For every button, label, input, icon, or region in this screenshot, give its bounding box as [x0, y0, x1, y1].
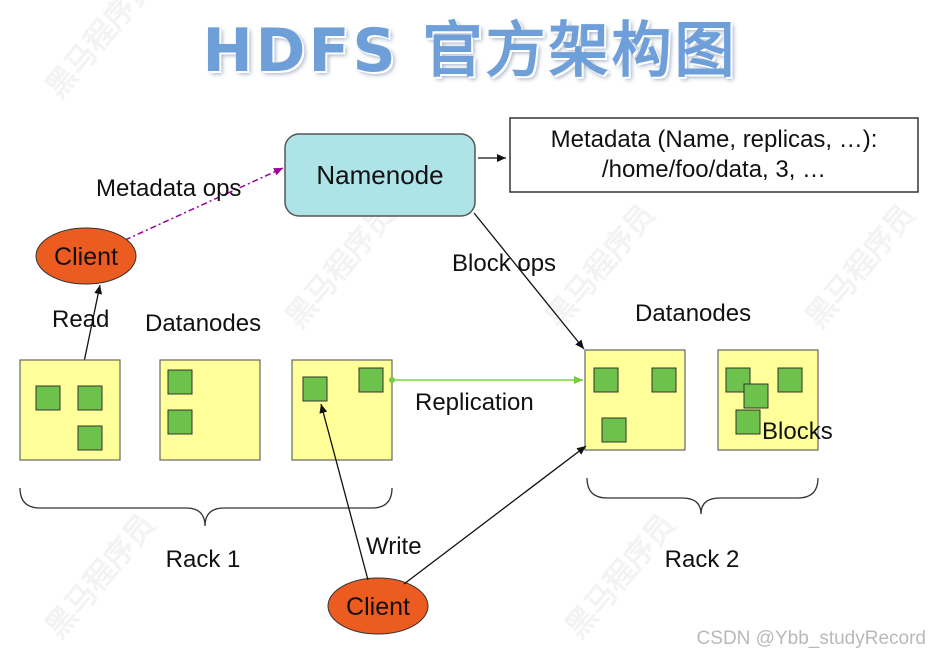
block	[651, 367, 677, 393]
block	[35, 385, 61, 411]
block	[167, 409, 193, 435]
block-ops-arrow	[473, 212, 585, 350]
rack1-datanodes	[19, 359, 393, 461]
client-bottom-label: Client	[346, 593, 410, 621]
block	[302, 376, 328, 402]
blocks-label: Blocks	[762, 418, 833, 445]
watermark-logo-text: 黑马程序员	[39, 0, 162, 105]
watermark-logo-text: 黑马程序员	[799, 198, 922, 335]
client-top-label: Client	[54, 243, 118, 271]
datanodes-right-label: Datanodes	[635, 300, 751, 327]
write-arrow-to-rack2	[403, 445, 587, 585]
namenode-label: Namenode	[316, 160, 443, 190]
metadata-ops-label: Metadata ops	[96, 175, 241, 202]
block	[601, 417, 627, 443]
metadata-box	[509, 117, 919, 193]
client-bottom	[327, 577, 429, 635]
client-top	[35, 227, 137, 285]
read-arrow	[83, 284, 103, 363]
rack2-brace	[586, 477, 819, 515]
watermark-text: CSDN @Ybb_studyRecord	[696, 628, 926, 649]
watermark-logo-text: 黑马程序员	[279, 198, 402, 335]
replication-label: Replication	[415, 389, 534, 416]
datanodes-left-label: Datanodes	[145, 310, 261, 337]
write-label: Write	[366, 533, 422, 560]
rack1-brace	[19, 487, 393, 527]
watermark-logo-text: 黑马程序员	[39, 508, 162, 645]
page-title: HDFS 官方架构图	[202, 16, 738, 86]
metadata-line-2: /home/foo/data, 3, …	[602, 156, 826, 183]
read-label: Read	[52, 306, 109, 333]
block	[735, 409, 761, 435]
namenode-box	[284, 133, 476, 217]
metadata-ops-arrow	[124, 167, 284, 241]
rack1-label: Rack 1	[166, 546, 241, 573]
block	[358, 367, 384, 393]
block-ops-label: Block ops	[452, 250, 556, 277]
datanode	[19, 359, 121, 461]
block	[167, 369, 193, 395]
rack2-datanodes	[584, 349, 819, 451]
datanode	[584, 349, 686, 451]
block	[743, 383, 769, 409]
watermark-logo-text: 黑马程序员	[559, 508, 682, 645]
block	[77, 425, 103, 451]
rack2-label: Rack 2	[665, 546, 740, 573]
metadata-line-1: Metadata (Name, replicas, …):	[551, 126, 878, 153]
block	[593, 367, 619, 393]
write-arrow-to-rack1	[319, 403, 369, 581]
block	[77, 385, 103, 411]
block	[777, 367, 803, 393]
